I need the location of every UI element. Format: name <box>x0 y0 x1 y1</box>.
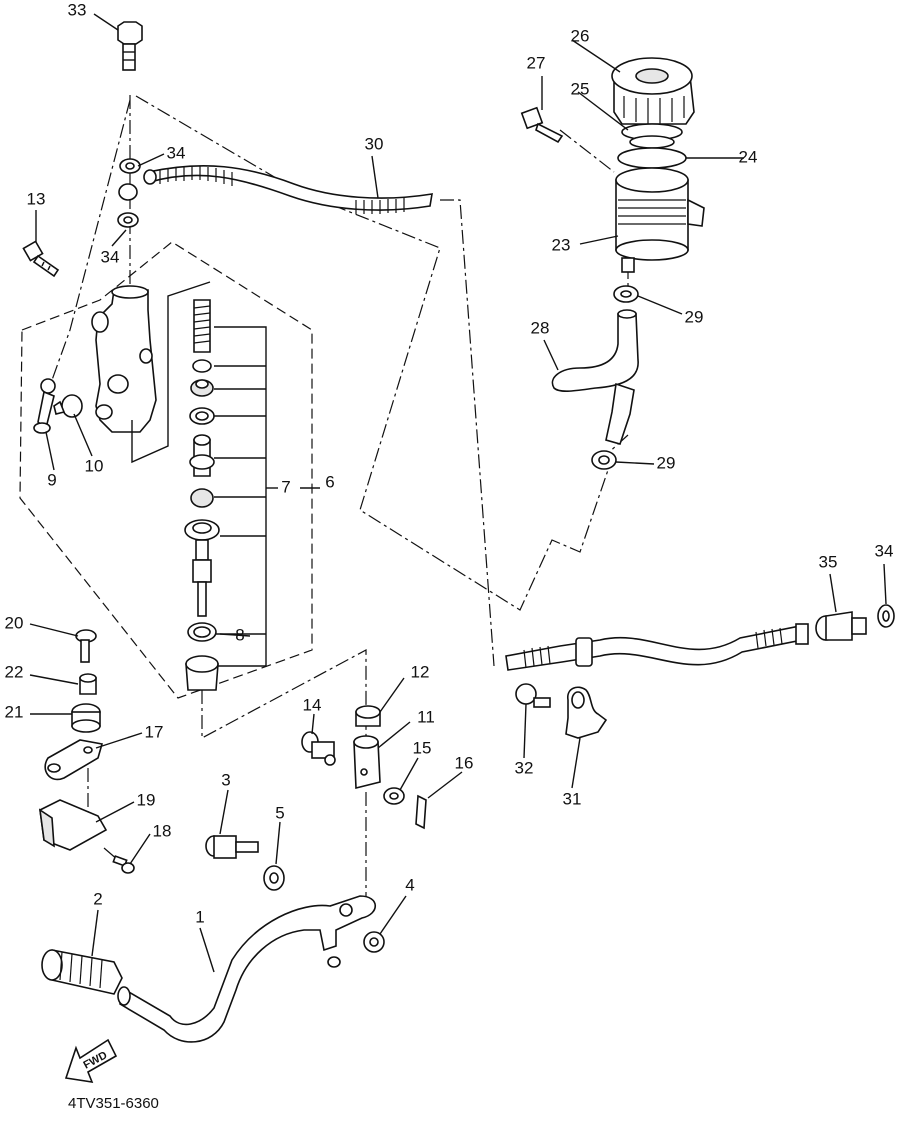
callout-c34c: 34 <box>875 541 894 560</box>
washer-5 <box>263 865 285 891</box>
bolt-32 <box>515 683 551 708</box>
hose-guide-31 <box>565 686 608 739</box>
drawing-code: 4TV351-6360 <box>68 1095 159 1112</box>
callout-c18: 18 <box>153 821 172 840</box>
bleed-screw-10 <box>53 394 83 418</box>
callout-c12: 12 <box>411 662 430 681</box>
diaphragm-25 <box>621 123 683 149</box>
footrest-rubber-2 <box>41 949 123 995</box>
washer-34-right <box>877 604 895 628</box>
callout-c35: 35 <box>819 552 838 571</box>
cylinder-kit-7 <box>184 299 220 691</box>
callout-c15: 15 <box>413 738 432 757</box>
screw-18 <box>112 855 135 874</box>
union-bolt-33 <box>117 21 143 71</box>
fitting-9 <box>33 378 56 434</box>
callout-c30: 30 <box>365 134 384 153</box>
grommet-21 <box>71 703 101 733</box>
callout-c20: 20 <box>5 613 24 632</box>
callout-c1: 1 <box>195 907 204 926</box>
brake-hose-30 <box>143 165 433 214</box>
master-cylinder-body <box>91 281 211 464</box>
callout-c11: 11 <box>417 707 435 726</box>
plate-24 <box>617 147 687 169</box>
callout-c29a: 29 <box>685 307 704 326</box>
clevis-11 <box>353 735 381 790</box>
callout-c4: 4 <box>405 875 414 894</box>
callout-c27: 27 <box>527 53 546 72</box>
clamps-29 <box>591 285 639 470</box>
callout-c31: 31 <box>563 789 582 808</box>
pin-14 <box>301 731 336 766</box>
callout-c28: 28 <box>531 318 550 337</box>
bracket-19 <box>38 799 108 851</box>
callout-c17: 17 <box>145 722 164 741</box>
callout-c3: 3 <box>221 770 230 789</box>
reservoir-cap-26 <box>611 57 695 125</box>
bolt-13 <box>22 240 60 278</box>
callout-c5: 5 <box>275 803 284 822</box>
reservoir-tank-23 <box>615 167 705 273</box>
callout-c2: 2 <box>93 889 102 908</box>
callout-c10: 10 <box>85 456 104 475</box>
assembly-guide-lines <box>19 95 629 896</box>
callout-c6: 6 <box>325 472 334 491</box>
callout-c19: 19 <box>137 790 156 809</box>
cotter-pin-16 <box>415 794 427 830</box>
callout-c29b: 29 <box>657 453 676 472</box>
bolt-3 <box>205 835 259 859</box>
brake-hose-lower <box>505 623 809 671</box>
callout-c14: 14 <box>303 695 322 714</box>
callout-c34b: 34 <box>101 247 120 266</box>
bracket-17 <box>44 739 104 781</box>
callout-c8: 8 <box>235 625 244 644</box>
leader-lines <box>29 13 887 973</box>
bolt-20 <box>75 629 97 663</box>
callout-c7: 7 <box>281 477 290 496</box>
callout-c22: 22 <box>5 662 24 681</box>
callout-c34a: 34 <box>167 143 186 162</box>
washer-4 <box>363 931 385 953</box>
callout-c24: 24 <box>739 147 758 166</box>
callout-c25: 25 <box>571 79 590 98</box>
callout-labels: 1234567891011121314151617181920212223242… <box>5 0 894 926</box>
nut-12 <box>355 705 381 727</box>
callout-c21: 21 <box>5 702 24 721</box>
callout-c9: 9 <box>47 470 56 489</box>
copper-washers-34 <box>117 158 141 228</box>
callout-c23: 23 <box>552 235 571 254</box>
group-bracket-7 <box>214 326 320 667</box>
reservoir-hose-28 <box>551 309 639 445</box>
union-35 <box>815 611 867 641</box>
washer-15 <box>383 787 405 805</box>
screw-27 <box>520 106 564 144</box>
callout-c16: 16 <box>455 753 474 772</box>
callout-c33: 33 <box>68 0 87 19</box>
callout-c26: 26 <box>571 26 590 45</box>
forward-direction-arrow: FWD <box>64 1038 118 1084</box>
callout-c13: 13 <box>27 189 46 208</box>
brake-pedal-1 <box>117 895 377 1043</box>
callout-c32: 32 <box>515 758 534 777</box>
collar-22 <box>79 673 97 695</box>
